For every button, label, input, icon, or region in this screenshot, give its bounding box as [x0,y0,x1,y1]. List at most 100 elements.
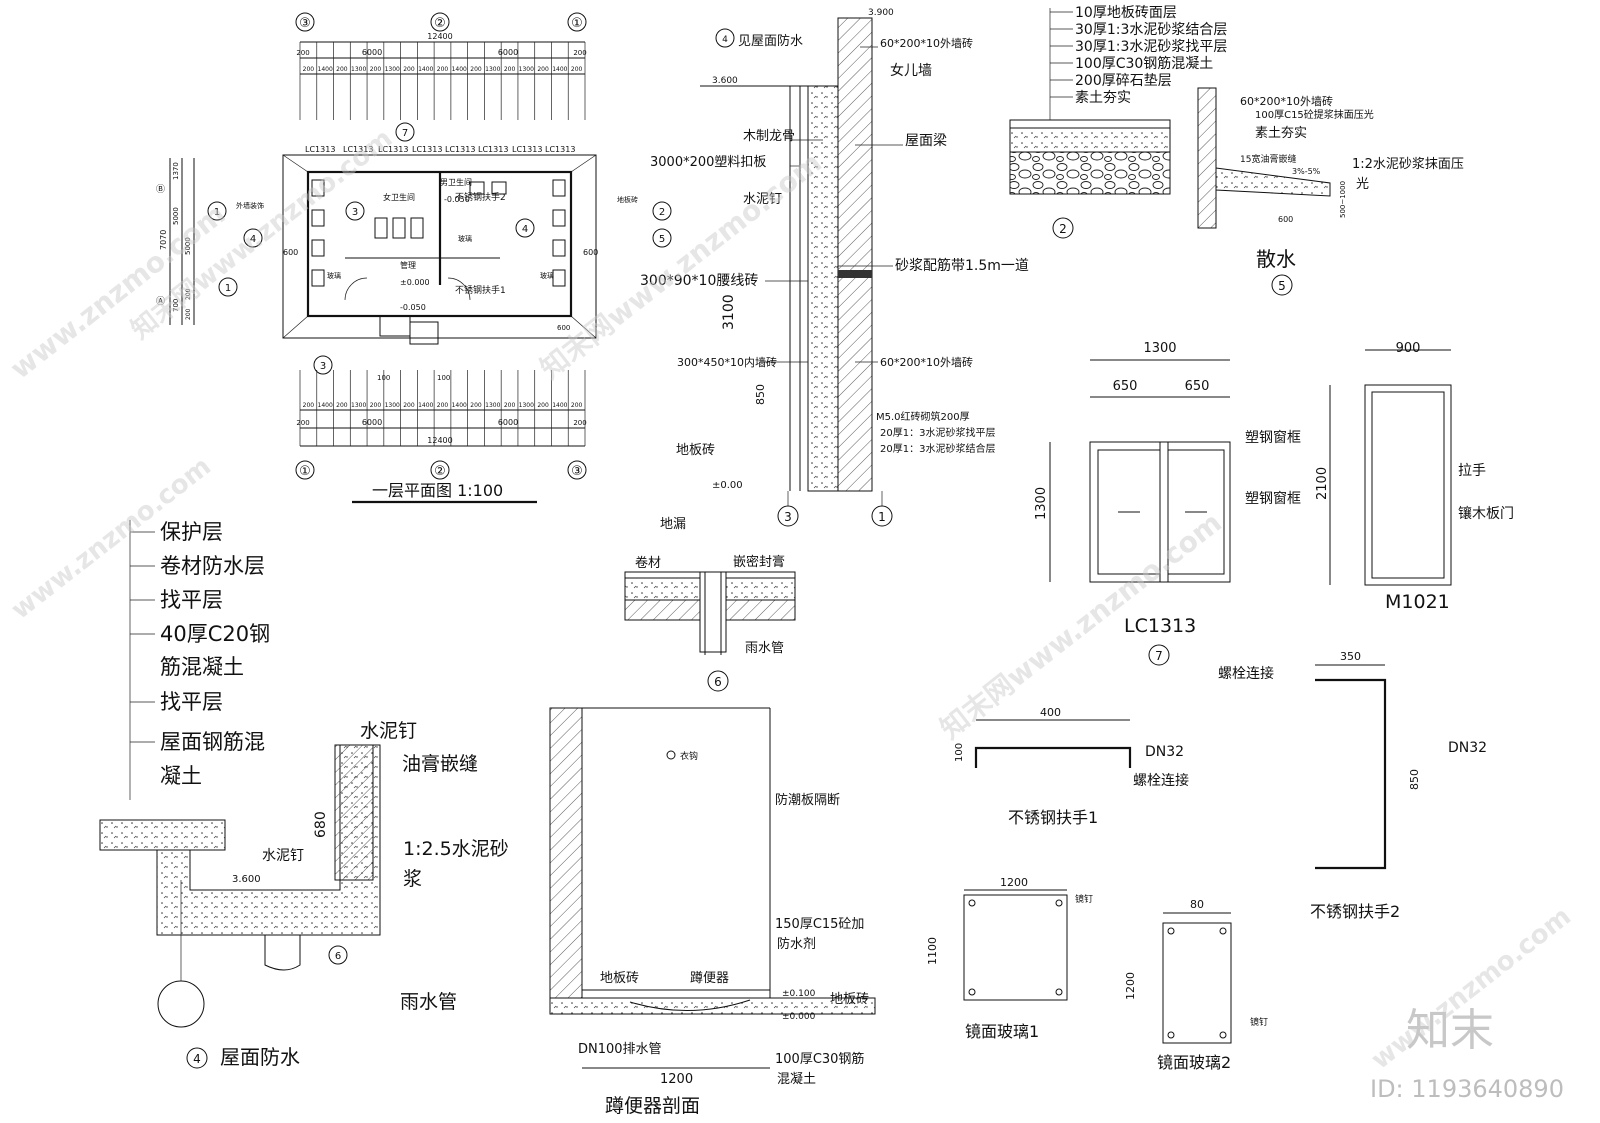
wall-cement-nail: 水泥钉 [743,192,782,207]
dim-600-b: 600 [583,248,598,257]
apron-tile: 60*200*10外墙砖 [1240,94,1333,108]
roof-layer-item-2: 找平层 [160,588,223,612]
toilet-slab: 100厚C30钢筋 [775,1051,864,1067]
grid-top-2: ② [434,16,446,31]
roof-layer-item-4: 筋混凝土 [160,655,244,679]
roof-nail: 水泥钉 [360,720,417,742]
door-handle: 拉手 [1458,463,1486,479]
window-tag-3: LC1313 [378,145,408,154]
floor-layer-item-2: 30厚1:3水泥砂浆找平层 [1075,39,1227,55]
rail2-title: 不锈钢扶手2 [1310,902,1400,921]
drain-sealant: 嵌密封膏 [733,554,785,570]
brand-logo: 知末 [1406,1005,1494,1056]
rail2-dn: DN32 [1448,740,1487,756]
ref-7-plan: 7 [402,128,408,139]
window-tag-7: LC1313 [512,145,542,154]
label-outer-wall: 外墙装饰 [236,201,264,210]
wall-mortar-band: 砂浆配筋带1.5m一道 [895,257,1029,274]
label-glass-2: 玻璃 [540,271,554,280]
grid-bot-1: ① [299,464,311,479]
toilet-tile1: 地板砖 [600,971,639,986]
floor-layer-item-4: 200厚碎石垫层 [1075,73,1172,89]
plan-dim-small-bot-7: 1400 [418,402,433,409]
plan-extension-lines-bottom [299,370,586,446]
wall-parapet: 女儿墙 [890,62,932,79]
wall-plastic-board: 3000*200塑料扣板 [650,155,766,170]
floor-ref: 2 [1059,222,1067,236]
window-tag-2: LC1313 [343,145,373,154]
wall-axis-3: 3 [784,510,792,524]
door-panel: 镶木板门 [1458,505,1514,522]
plan-dim-small-bot-6: 200 [403,402,415,409]
grid-top-3: ① [571,16,583,31]
wall-elev-roof: 3.600 [712,76,738,86]
plan-fixture [410,217,424,239]
toilet-concrete2: 防水剂 [777,936,816,952]
window-w-total: 1300 [1143,341,1176,356]
plan-fixture [469,181,485,195]
mirror1-nail: 镜钉 [1075,893,1093,905]
plan-fixture [552,239,566,257]
grid-bot-3: ③ [571,464,583,479]
plan-extension-lines-top [299,42,586,120]
level-b: ±0.000 [400,278,430,287]
apron-dim-side: 500~1000 [1339,181,1347,218]
toilet-hook: 衣钩 [680,750,698,762]
plan-dim-small-top-12: 200 [504,66,516,73]
drain-ref: 6 [714,675,722,689]
label-glass-1: 玻璃 [327,271,341,280]
roof-ref6: 6 [335,951,341,962]
wall-mortar1: 20厚1：3水泥砂浆找平层 [880,426,995,439]
drain-detail: 地漏 卷材 嵌密封膏 雨水管 6 [624,516,796,692]
floor-layer-item-5: 素土夯实 [1075,90,1131,106]
plan-dim-mid-top-3: 200 [573,49,586,57]
ref-4-plan: 4 [522,224,528,235]
roof-mortar2: 浆 [403,868,422,890]
roof-layer-item-6: 屋面钢筋混 [160,730,265,754]
plan-dim-small-bot-15: 1400 [552,402,567,409]
ref-1-left: 1 [214,207,220,218]
window-elevation: 1300 650 650 1300 塑钢窗框 塑钢窗框 LC1313 7 [1034,341,1301,666]
mirror2-title: 镜面玻璃2 [1157,1053,1231,1072]
roof-dim-680: 680 [313,811,329,838]
label-manage-glass: 玻璃 [458,234,472,243]
plan-fixture [311,269,325,287]
wall-brick-note: M5.0红砖砌筑200厚 [876,410,970,423]
grid-bot-2: ② [434,464,446,479]
ref-1b-left: 1 [225,283,231,294]
apron-mortar: 1:2水泥砂浆抹面压 [1352,157,1464,172]
apron-joint: 15宽油膏嵌缝 [1240,153,1296,165]
axis-b: Ⓑ [156,184,165,195]
plan-dim-small-top-7: 1400 [418,66,433,73]
mirror2-detail: 80 1200 镜钉 镜面玻璃2 [1124,898,1268,1072]
wall-roof-ref-num: 4 [722,35,728,45]
window-tag-5: LC1313 [445,145,475,154]
grid-top-1: ③ [299,16,311,31]
wall-keel: 木制龙骨 [743,129,795,144]
room-female: 女卫生间 [383,192,415,202]
plan-dim-small-bot-1: 1400 [318,402,333,409]
rail1-detail: 400 100 DN32 螺栓连接 不锈钢扶手1 [954,706,1189,827]
toilet-dim: 1200 [660,1072,693,1087]
rail2-detail: 350 螺栓连接 DN32 850 不锈钢扶手2 [1218,650,1487,921]
dim-600-c: 600 [557,324,570,332]
mirror2-h: 1200 [1124,972,1137,1000]
watermark-3: 知末网www.znzmo.com [534,146,828,386]
toilet-squat: 蹲便器 [690,971,729,986]
plan-dim-small-bot-8: 200 [437,402,449,409]
plan-dim-small-bot-11: 1300 [485,402,500,409]
rail1-bolt: 螺栓连接 [1133,772,1189,789]
roof-layer-item-0: 保护层 [160,520,223,544]
wall-waist-tile: 300*90*10腰线砖 [640,273,758,289]
window-tag-8: LC1313 [545,145,575,154]
roof-layer-item-5: 找平层 [160,690,223,714]
apron-detail: 60*200*10外墙砖 100厚C15砼提浆抹面压光 素土夯实 15宽油膏嵌缝… [1197,87,1464,296]
wall-elev-0: ±0.00 [712,480,743,491]
left-dim-700: 700 [172,299,180,312]
rail2-h: 850 [1408,769,1421,790]
toilet-lvl2: ±0.000 [782,1012,816,1022]
left-dim-7070: 7070 [159,230,168,250]
door-elevation: 900 2100 拉手 镶木板门 M1021 [1315,341,1514,613]
brand-id: ID: 1193640890 [1370,1075,1564,1103]
